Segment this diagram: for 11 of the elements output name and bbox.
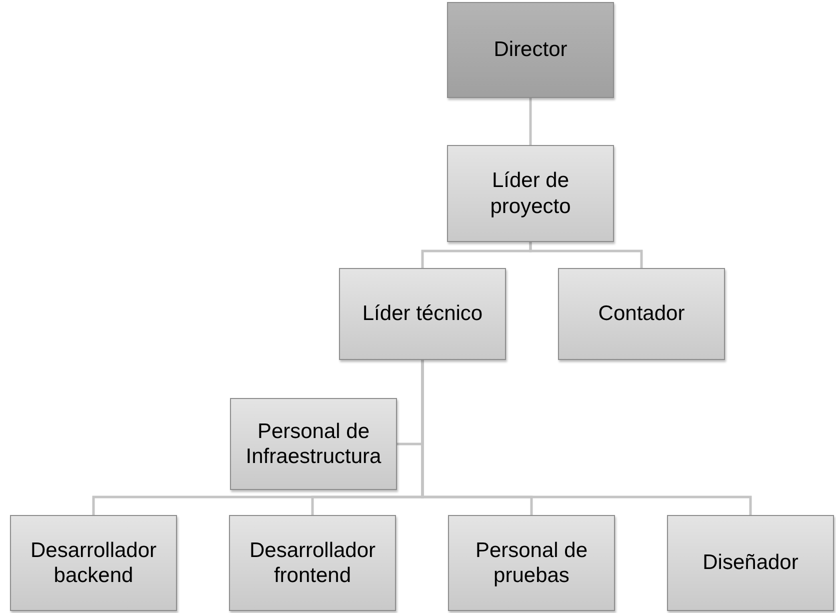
org-chart-box: Personal de pruebas xyxy=(448,515,615,611)
org-chart-box: Líder técnico xyxy=(339,268,506,360)
org-chart-box: Personal de Infraestructura xyxy=(230,398,397,490)
org-chart-box: Desarrollador backend xyxy=(10,515,177,611)
org-chart-box: Contador xyxy=(558,268,725,360)
org-chart-box: Líder de proyecto xyxy=(447,145,614,242)
org-chart-box: Diseñador xyxy=(667,515,834,611)
org-chart-box: Desarrollador frontend xyxy=(229,515,396,611)
org-chart-box: Director xyxy=(447,2,614,98)
connector-line xyxy=(529,242,643,268)
connector-line xyxy=(529,98,532,145)
